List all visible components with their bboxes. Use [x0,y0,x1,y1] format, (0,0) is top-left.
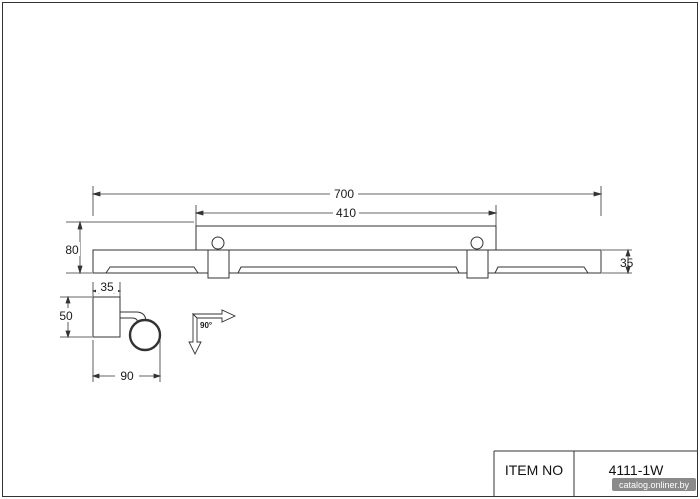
dimension-80 [66,220,194,275]
dim-label-bar-depth: 35 [620,256,634,270]
side-lamp-head [128,318,162,352]
light-strip-right [494,266,589,274]
light-strip-left [105,266,199,274]
mount-knob-right [470,236,484,250]
dimension-35-bar [602,248,632,275]
rotation-arrow-icon [188,309,237,356]
light-strip-center [237,266,460,274]
dim-label-overall-length: 700 [334,187,354,201]
main-bar [92,249,602,274]
title-block-value: 4111-1W [609,462,665,478]
mount-rail [195,225,497,250]
dim-label-side-height: 50 [59,309,73,323]
dim-label-height: 80 [65,243,79,257]
watermark-badge [612,478,696,491]
front-view [92,225,602,279]
dim-label-side-projection: 90 [120,369,134,383]
watermark-text: catalog.onliner.by [619,480,690,490]
mount-knob-left [211,236,225,250]
mount-block-left [207,249,230,279]
mount-block-right [466,249,489,279]
side-view [92,296,162,352]
side-body [92,296,121,338]
dim-label-side-width: 35 [100,280,114,294]
rotation-angle-label: 90° [200,321,212,330]
title-block [493,450,697,496]
title-block-label: ITEM NO [505,462,563,478]
dim-label-mount-spacing: 410 [336,206,356,220]
